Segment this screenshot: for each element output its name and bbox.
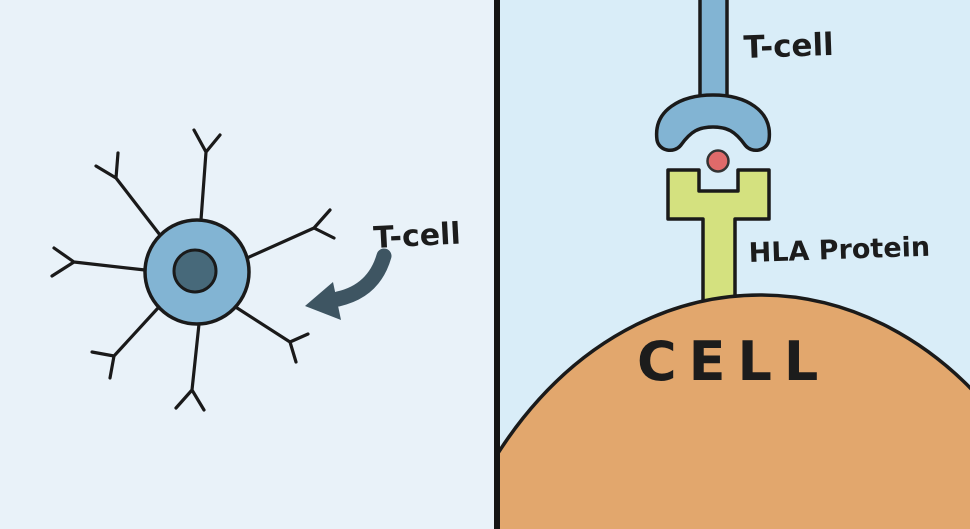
tcell-overview-panel: T-cell — [0, 0, 497, 529]
pointer-arrow-head — [305, 282, 341, 320]
dendrite-arm — [90, 306, 160, 380]
antigen-peptide — [706, 149, 730, 173]
tcell-nucleus — [172, 248, 218, 294]
tcell-dendrites — [50, 128, 336, 412]
tcell-receptor-head — [654, 93, 772, 153]
dendrite-arm — [192, 128, 222, 222]
cell-label: CELL — [637, 330, 830, 393]
tcell-receptor-label: T-cell — [743, 27, 834, 66]
receptor-detail-panel: T-cell HLA Protein CELL — [497, 0, 970, 529]
dendrite-arm — [245, 208, 336, 260]
panel-divider — [494, 0, 500, 529]
pointer-arrow — [305, 248, 392, 320]
receptor-detail-drawing: T-cell HLA Protein CELL — [497, 0, 970, 529]
pointer-arrow-shaft — [330, 248, 392, 307]
tcell-overview-drawing: T-cell — [0, 0, 497, 529]
hla-protein-label: HLA Protein — [748, 232, 930, 269]
tcell-label: T-cell — [373, 216, 462, 256]
dendrite-arm — [50, 246, 147, 278]
cell-membrane — [497, 293, 970, 529]
dendrite-arm — [174, 322, 206, 412]
dendrite-arm — [232, 304, 310, 364]
tcell-receptor-stalk — [698, 0, 729, 106]
dendrite-arm — [94, 151, 162, 237]
hla-protein-shape — [666, 168, 771, 308]
